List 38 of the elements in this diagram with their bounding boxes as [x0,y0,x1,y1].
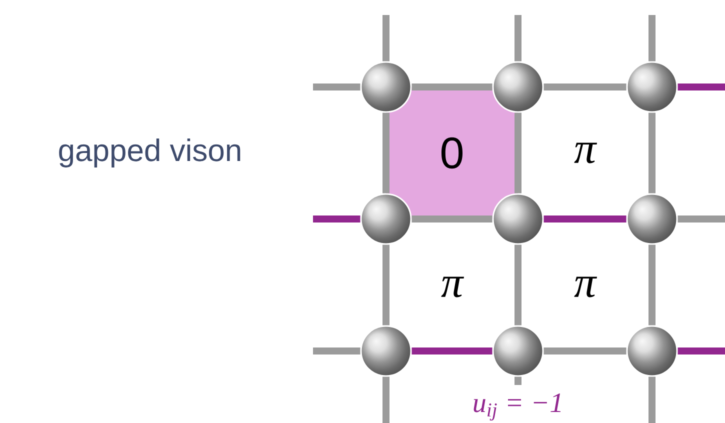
lattice-site [492,325,544,377]
bond [678,216,725,222]
lattice-site [360,61,412,113]
bond [648,112,656,194]
bond [514,376,522,385]
bond [678,84,725,90]
bond [313,84,360,90]
bond [382,15,390,62]
lattice-site [360,325,412,377]
bond [514,15,522,62]
bond [544,216,626,222]
lattice-site [492,61,544,113]
bond [412,348,492,354]
lattice-site [626,193,678,245]
bond [648,244,656,326]
bond [313,216,360,222]
bond [313,348,360,354]
lattice-site [626,325,678,377]
bond [648,15,656,62]
bond [382,244,390,326]
bond [514,244,522,326]
bond-label: u$_{ij}$ = −1 [471,392,565,422]
bond [678,348,725,354]
bond [412,216,492,222]
bond [648,376,656,423]
heading-label: gapped vison [59,138,240,168]
bond [514,112,522,194]
flux-label: π [574,276,598,298]
lattice-site [360,193,412,245]
lattice-site [492,193,544,245]
bond [382,376,390,423]
bond [412,84,492,90]
flux-label: π [441,276,464,298]
bond [544,348,626,354]
bond [544,84,626,90]
lattice-site [626,61,678,113]
flux-label: π [574,142,598,164]
bond [382,112,390,194]
